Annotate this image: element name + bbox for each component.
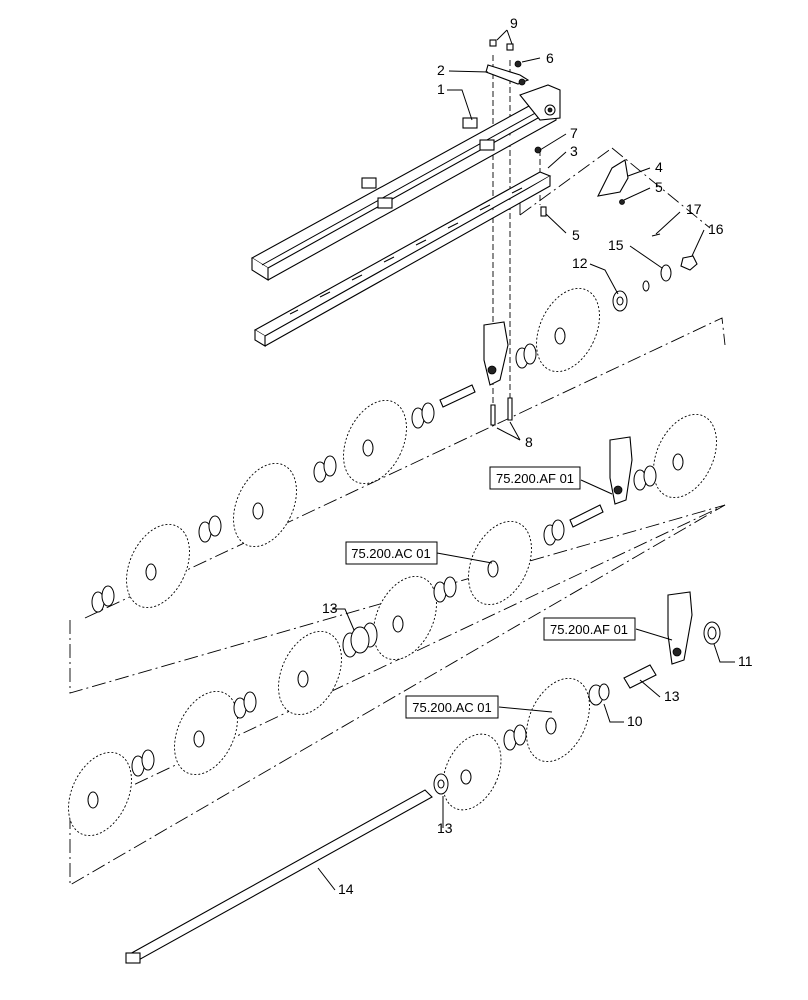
bearing-part-9[interactable] xyxy=(588,683,610,706)
callout-5: 5 xyxy=(655,179,663,195)
spools[interactable] xyxy=(91,343,657,777)
spool[interactable] xyxy=(131,749,155,777)
disc[interactable] xyxy=(361,566,449,669)
spacer-part-13-top[interactable] xyxy=(612,290,628,312)
reference-box-ac-top[interactable]: 75.200.AC 01 xyxy=(345,541,438,565)
reference-label: 75.200.AF 01 xyxy=(496,471,574,486)
reference-label: 75.200.AF 01 xyxy=(550,622,628,637)
reference-label: 75.200.AC 01 xyxy=(351,546,431,561)
disc[interactable] xyxy=(56,742,144,845)
callout-15: 15 xyxy=(608,237,624,253)
callout-3: 3 xyxy=(570,143,578,159)
spacer-part-13-bottom[interactable] xyxy=(433,773,449,795)
disc[interactable] xyxy=(514,668,602,771)
callout-13: 12 xyxy=(572,255,588,271)
spool[interactable] xyxy=(233,691,257,719)
callout-9: 10 xyxy=(627,713,643,729)
callout-13: 13 xyxy=(437,820,453,836)
bolts-part-8[interactable] xyxy=(489,39,514,51)
bearing-hanger-3[interactable] xyxy=(667,591,693,665)
disc[interactable] xyxy=(456,511,544,614)
callout-12: 13 xyxy=(322,600,338,616)
spool[interactable] xyxy=(433,576,457,603)
spacer-part-12[interactable] xyxy=(350,626,370,654)
bolt-part-5[interactable] xyxy=(540,206,547,217)
callout-6: 7 xyxy=(570,125,578,141)
spool[interactable] xyxy=(313,455,337,483)
disc[interactable] xyxy=(266,621,354,724)
angle-bar-part-3[interactable] xyxy=(253,171,552,347)
callout-6: 6 xyxy=(546,50,554,66)
callout-11: 13 xyxy=(664,688,680,704)
discs[interactable] xyxy=(56,278,729,845)
sleeve-part-11[interactable] xyxy=(623,664,657,689)
spool[interactable] xyxy=(503,724,527,751)
callout-10: 11 xyxy=(738,653,753,669)
callout-numbers: 9 2 1 6 7 3 4 5 5 17 16 15 12 8 13 11 13… xyxy=(322,15,753,897)
bearing-part-10[interactable] xyxy=(703,621,721,645)
disc[interactable] xyxy=(641,404,729,507)
leader-lines xyxy=(317,29,735,891)
bracket-plate-part-2[interactable] xyxy=(485,64,530,86)
callout-8: 9 xyxy=(510,15,518,31)
spacer-tubes[interactable] xyxy=(439,384,604,528)
callout-1: 1 xyxy=(437,81,445,97)
washers-part-15[interactable] xyxy=(642,264,672,292)
nut-part-16[interactable] xyxy=(680,255,698,271)
reference-box-af-top[interactable]: 75.200.AF 01 xyxy=(489,466,581,490)
reference-box-af-bottom[interactable]: 75.200.AF 01 xyxy=(543,617,636,641)
reference-box-ac-bottom[interactable]: 75.200.AC 01 xyxy=(405,695,499,719)
spool[interactable] xyxy=(543,519,565,546)
main-tube-part-1[interactable] xyxy=(250,84,561,281)
spool[interactable] xyxy=(198,515,222,543)
callout-17: 17 xyxy=(686,201,702,217)
callout-16: 16 xyxy=(708,221,724,237)
hanger-bracket-part-4[interactable] xyxy=(597,159,629,205)
spool[interactable] xyxy=(515,343,537,369)
spool[interactable] xyxy=(411,402,435,429)
disc[interactable] xyxy=(162,681,250,784)
nuts-part-6[interactable] xyxy=(514,60,542,154)
spool[interactable] xyxy=(91,585,115,613)
reference-label: 75.200.AC 01 xyxy=(412,700,492,715)
callout-14: 14 xyxy=(338,881,354,897)
bearing-hanger-1[interactable] xyxy=(483,321,509,386)
disc[interactable] xyxy=(221,453,309,556)
shaft-part-14[interactable] xyxy=(125,789,433,964)
pin-part-17[interactable] xyxy=(651,233,661,237)
bolts-part-7[interactable] xyxy=(490,397,513,426)
callout-7: 8 xyxy=(525,434,533,450)
bearing-hanger-2[interactable] xyxy=(609,436,633,505)
callout-4: 4 xyxy=(655,159,663,175)
spool[interactable] xyxy=(633,465,657,491)
callout-5: 5 xyxy=(572,227,580,243)
disc[interactable] xyxy=(432,725,513,819)
disc[interactable] xyxy=(331,390,419,493)
callout-2: 2 xyxy=(437,62,445,78)
disc[interactable] xyxy=(524,278,612,381)
disc[interactable] xyxy=(114,514,202,617)
